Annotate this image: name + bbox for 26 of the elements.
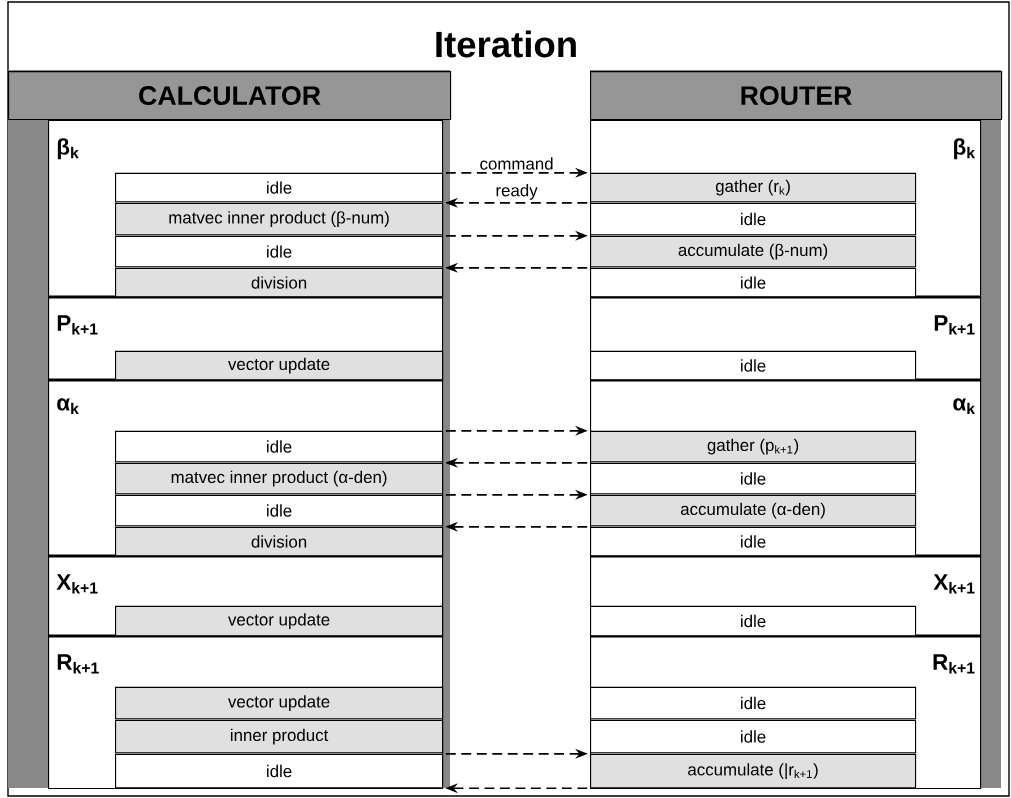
task-box: accumulate (α-den)	[590, 494, 917, 527]
task-box: idle	[115, 172, 444, 203]
task-box: division	[115, 267, 444, 298]
task-box: vector update	[115, 605, 444, 637]
task-box: inner product	[115, 719, 444, 754]
task-box: matvec inner product (β-num)	[115, 202, 444, 236]
task-box: gather (p$_{k+1}$)	[590, 430, 917, 463]
task-box: accumulate (β-num)	[590, 235, 917, 268]
task-box: matvec inner product (α-den)	[115, 462, 444, 495]
task-box: idle	[590, 462, 917, 495]
task-box: idle	[590, 526, 917, 557]
task-box: gather (r$_{k}$)	[590, 172, 917, 203]
task-box: idle	[590, 686, 917, 720]
task-box: idle	[590, 719, 917, 754]
task-box: idle	[115, 430, 444, 463]
task-box: idle	[590, 267, 917, 298]
task-box: idle	[115, 753, 444, 789]
task-box: vector update	[115, 686, 444, 720]
task-box: accumulate (|r$_{k+1}$)	[590, 753, 917, 789]
task-box: division	[115, 526, 444, 557]
task-box: idle	[590, 202, 917, 236]
task-box: idle	[590, 350, 917, 381]
task-box: idle	[590, 605, 917, 637]
task-box: idle	[115, 235, 444, 268]
task-box: vector update	[115, 350, 444, 381]
task-box: idle	[115, 494, 444, 527]
